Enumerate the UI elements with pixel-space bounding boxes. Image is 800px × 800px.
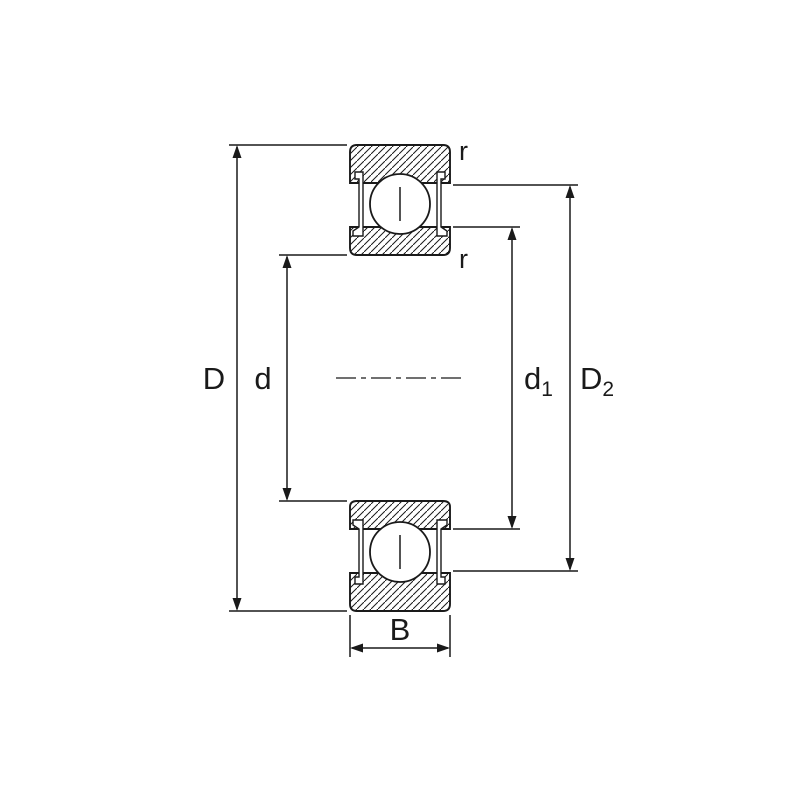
shield-bottom-right — [436, 519, 448, 585]
radius-label-inner: r — [459, 244, 468, 274]
dim-label-d1: d1 — [524, 361, 553, 401]
dimension-d1: d1 — [453, 226, 553, 530]
dim-label-d1-main: d — [524, 361, 541, 396]
dim-label-B: B — [390, 612, 411, 647]
dimension-B: B — [349, 612, 451, 657]
outer-ring-bottom-section — [349, 572, 451, 612]
dimension-D: D — [203, 144, 347, 612]
dimension-B-arrow-left — [350, 643, 363, 653]
dim-label-d1-sub: 1 — [541, 378, 553, 401]
dimension-d-arrow-top — [282, 255, 292, 268]
dimension-d-arrow-bottom — [282, 488, 292, 501]
inner-ring-top-section — [349, 226, 451, 256]
dim-label-D2-sub: 2 — [602, 378, 614, 401]
radius-label-outer: r — [459, 136, 468, 166]
shield-top-left — [352, 171, 364, 237]
inner-ring-bottom-section — [349, 500, 451, 530]
dim-label-D: D — [203, 361, 225, 396]
dimension-d1-arrow-bottom — [507, 516, 517, 529]
shield-bottom-left — [352, 519, 364, 585]
dimension-D2-arrow-bottom — [565, 558, 575, 571]
outer-ring-top-section — [349, 144, 451, 184]
dimension-D-arrow-bottom — [232, 598, 242, 611]
dim-label-D2: D2 — [580, 361, 614, 401]
dimension-d1-arrow-top — [507, 227, 517, 240]
dim-label-d: d — [254, 361, 271, 396]
dimension-D2-arrow-top — [565, 185, 575, 198]
dim-label-D2-main: D — [580, 361, 602, 396]
dimension-D-arrow-top — [232, 145, 242, 158]
dimension-d: d — [254, 254, 347, 502]
dimension-B-arrow-right — [437, 643, 450, 653]
bearing-cross-section — [336, 144, 464, 612]
shield-top-right — [436, 171, 448, 237]
dimension-D2: D2 — [453, 184, 614, 572]
